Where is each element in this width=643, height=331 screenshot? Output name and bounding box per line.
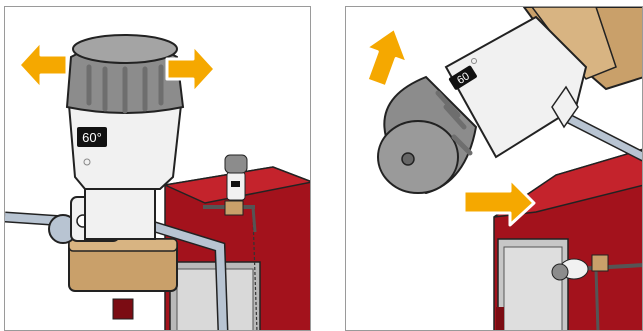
valve-illustration-left: 60° (5, 7, 311, 331)
brass-fitting (69, 239, 177, 291)
boiler-right (494, 149, 643, 331)
thermostatic-valve-left: 60° (69, 105, 181, 239)
turn-up-arrow-icon (356, 21, 417, 91)
illustration-panel-right: 60 (345, 6, 643, 331)
illustration-panel-left: 60° (4, 6, 311, 331)
rotate-left-arrow-icon (19, 41, 67, 89)
dial-label-left: 60° (82, 130, 102, 145)
valve-illustration-right: 60 (346, 7, 643, 331)
